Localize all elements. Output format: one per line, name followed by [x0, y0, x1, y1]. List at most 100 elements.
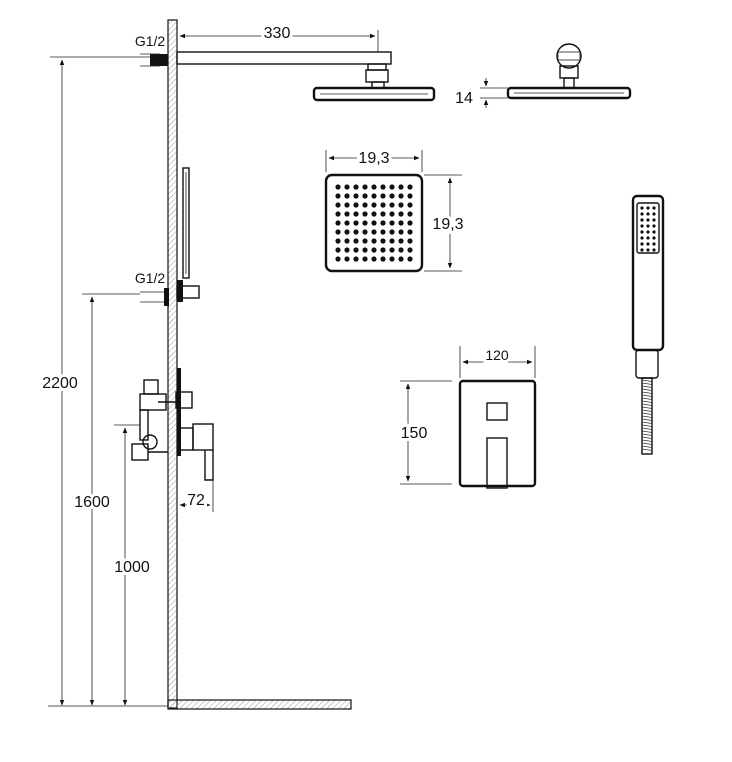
thread-top-label: G1/2: [135, 33, 166, 49]
hand-nozzle-dot: [652, 236, 656, 240]
hand-nozzle-dot: [652, 224, 656, 228]
hose-ring: [641, 406, 653, 409]
nozzle-dot: [362, 220, 368, 226]
nozzle-dot: [335, 211, 341, 217]
nozzle-dot: [380, 229, 386, 235]
hand-nozzle-dot: [646, 206, 650, 210]
wall-section: [167, 19, 352, 710]
nozzle-dot: [407, 193, 413, 199]
nozzle-dot: [371, 238, 377, 244]
nozzle-dot: [344, 211, 350, 217]
nozzle-dot: [398, 211, 404, 217]
nozzle-dot: [371, 184, 377, 190]
arm-length-label: 330: [264, 25, 291, 42]
hose-coil: [641, 379, 653, 451]
hose-ring: [641, 439, 653, 442]
nozzle-dot: [389, 184, 395, 190]
nozzle-dot: [335, 193, 341, 199]
nozzle-dot: [398, 220, 404, 226]
nozzle-dot: [344, 220, 350, 226]
nozzle-dot: [398, 229, 404, 235]
hand-nozzle-grid: [640, 206, 656, 252]
nozzle-dot: [389, 247, 395, 253]
arm-length-dimension: 330: [176, 22, 379, 52]
nozzle-dot: [344, 184, 350, 190]
nozzle-dot: [407, 220, 413, 226]
nozzle-dot: [398, 238, 404, 244]
nozzle-dot: [362, 193, 368, 199]
hose-ring: [641, 391, 653, 394]
head-width-dimension: 19,3: [325, 147, 423, 172]
nozzle-dot: [335, 220, 341, 226]
height-mixer-label: 1000: [114, 559, 150, 576]
nozzle-dot: [353, 247, 359, 253]
hose-ring: [641, 397, 653, 400]
nozzle-dot: [362, 229, 368, 235]
hand-nozzle-dot: [652, 206, 656, 210]
nozzle-dot: [389, 220, 395, 226]
nozzle-dot: [344, 256, 350, 262]
nozzle-dot: [335, 238, 341, 244]
nozzle-dot: [389, 211, 395, 217]
hose-ring: [641, 415, 653, 418]
nozzle-dot: [380, 202, 386, 208]
plate-width-label: 120: [485, 347, 509, 363]
hand-nozzle-dot: [640, 206, 644, 210]
hand-shower-front: [631, 194, 665, 455]
hose-ring: [641, 445, 653, 448]
hand-nozzle-dot: [640, 248, 644, 252]
nozzle-dot: [380, 247, 386, 253]
nozzle-dot: [389, 238, 395, 244]
nozzle-dot: [353, 193, 359, 199]
nozzle-dot: [362, 238, 368, 244]
nozzle-dot: [362, 247, 368, 253]
hand-nozzle-dot: [646, 218, 650, 222]
nozzle-dot: [398, 256, 404, 262]
hand-nozzle-dot: [640, 218, 644, 222]
nozzle-dot: [335, 202, 341, 208]
head-thickness-dimension: 14: [455, 78, 508, 108]
hose-ring: [641, 382, 653, 385]
nozzle-dot: [380, 220, 386, 226]
hand-nozzle-dot: [652, 212, 656, 216]
nozzle-dot: [344, 238, 350, 244]
hose-ring: [641, 433, 653, 436]
nozzle-dot: [335, 184, 341, 190]
nozzle-dot: [371, 220, 377, 226]
nozzle-dot: [407, 238, 413, 244]
head-depth-dimension: 19,3: [424, 174, 467, 272]
nozzle-dot: [362, 211, 368, 217]
nozzle-dot: [380, 256, 386, 262]
hose-ring: [641, 394, 653, 397]
nozzle-dot: [371, 202, 377, 208]
height-hand-label: 1600: [74, 494, 110, 511]
nozzle-dot: [407, 256, 413, 262]
plate-width-dimension: 120: [459, 344, 536, 378]
head-depth-label: 19,3: [432, 216, 463, 233]
hose-ring: [641, 430, 653, 433]
nozzle-dot: [371, 229, 377, 235]
hose-ring: [641, 379, 653, 382]
nozzle-dot: [335, 256, 341, 262]
height-dimension-2200: 2200: [39, 56, 150, 706]
nozzle-dot: [380, 211, 386, 217]
nozzle-dot: [380, 238, 386, 244]
hand-nozzle-dot: [640, 224, 644, 228]
nozzle-dot: [371, 256, 377, 262]
nozzle-dot: [353, 238, 359, 244]
nozzle-dot: [407, 184, 413, 190]
hose-ring: [641, 436, 653, 439]
nozzle-grid: [335, 184, 413, 262]
nozzle-dot: [353, 256, 359, 262]
height-total-label: 2200: [42, 375, 78, 392]
hose-ring: [641, 418, 653, 421]
hand-shower-side: [176, 167, 200, 302]
nozzle-dot: [371, 193, 377, 199]
hand-nozzle-dot: [646, 248, 650, 252]
shower-head-top-view: [324, 173, 424, 273]
nozzle-dot: [335, 229, 341, 235]
nozzle-dot: [362, 184, 368, 190]
hose-ring: [641, 427, 653, 430]
